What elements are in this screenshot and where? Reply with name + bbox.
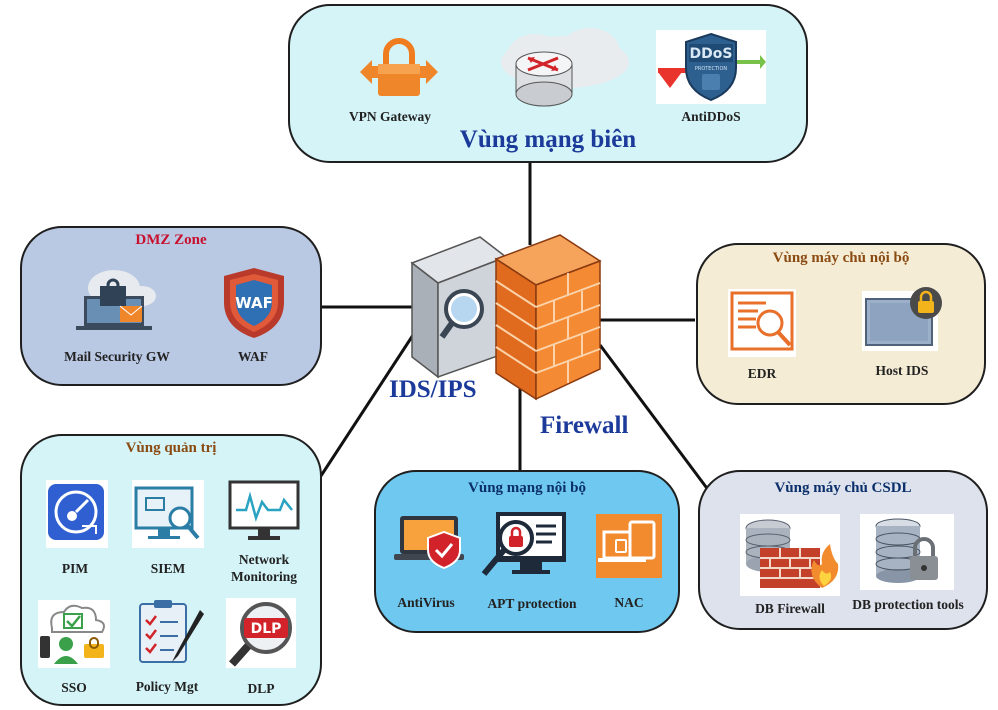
ids-ips-icon [404,235,508,389]
vpn-gateway-icon [360,38,438,104]
siem-icon [130,478,206,554]
db-protection-label: DB protection tools [852,597,964,612]
antivirus-icon [392,508,472,582]
antiddos-label: AntiDDoS [681,109,741,124]
svg-text:PROTECTION: PROTECTION [695,66,728,72]
mail-security-label: Mail Security GW [64,349,170,364]
zone-dmz-title: DMZ Zone [135,232,207,248]
zone-management: Vùng quản trị PIM SIEM N [20,434,322,706]
host-ids-label: Host IDS [875,363,929,378]
zone-management-title: Vùng quản trị [125,440,217,456]
ids-ips-label: IDS/IPS [389,376,477,403]
zone-internal-network-title: Vùng mạng nội bộ [468,480,586,496]
sso-label: SSO [61,680,87,695]
nac-label: NAC [614,595,644,610]
pim-label: PIM [61,561,89,576]
zone-border-network: VPN Gateway DDoS PROTECTION [288,4,808,163]
zone-db-servers: Vùng máy chủ CSDL DB Firewall [698,470,988,630]
zone-internal-network: Vùng mạng nội bộ AntiVirus APT protectio… [374,470,680,633]
edr-icon [726,287,798,363]
pim-icon [44,478,110,554]
dlp-label: DLP [247,681,275,696]
zone-internal-servers-title: Vùng máy chủ nội bộ [772,250,910,266]
zone-border-title: Vùng mạng biên [459,126,637,153]
dlp-text: DLP [251,621,282,637]
router-icon [495,22,635,116]
db-protection-icon [860,514,954,594]
edr-label: EDR [747,366,777,381]
db-firewall-icon [740,514,840,600]
apt-protection-icon [476,508,572,586]
antiddos-icon: DDoS PROTECTION [656,30,766,104]
policy-mgt-icon [134,596,206,674]
firewall-icon [492,233,604,407]
zone-internal-servers: Vùng máy chủ nội bộ EDR Host IDS [696,243,986,405]
zone-db-servers-title: Vùng máy chủ CSDL [774,480,912,496]
dlp-icon: DLP [224,596,298,674]
waf-text: WAF [235,294,273,312]
host-ids-icon [858,285,946,359]
waf-label: WAF [238,349,268,364]
antivirus-label: AntiVirus [397,595,455,610]
vpn-gateway-label: VPN Gateway [348,109,432,124]
siem-label: SIEM [150,561,186,576]
mail-security-icon [70,266,158,338]
policy-mgt-label: Policy Mgt [135,679,199,694]
network-monitoring-label: Network Monitoring [231,552,297,584]
nac-icon [594,512,664,584]
ddos-text: DDoS [690,46,733,62]
firewall-label: Firewall [540,412,629,439]
zone-dmz: DMZ Zone Mail Security GW WAF WAF [20,226,322,386]
db-firewall-label: DB Firewall [755,601,825,616]
sso-icon [36,598,112,674]
network-monitoring-icon [228,480,300,546]
waf-icon: WAF [222,266,286,344]
apt-protection-label: APT protection [487,596,577,611]
